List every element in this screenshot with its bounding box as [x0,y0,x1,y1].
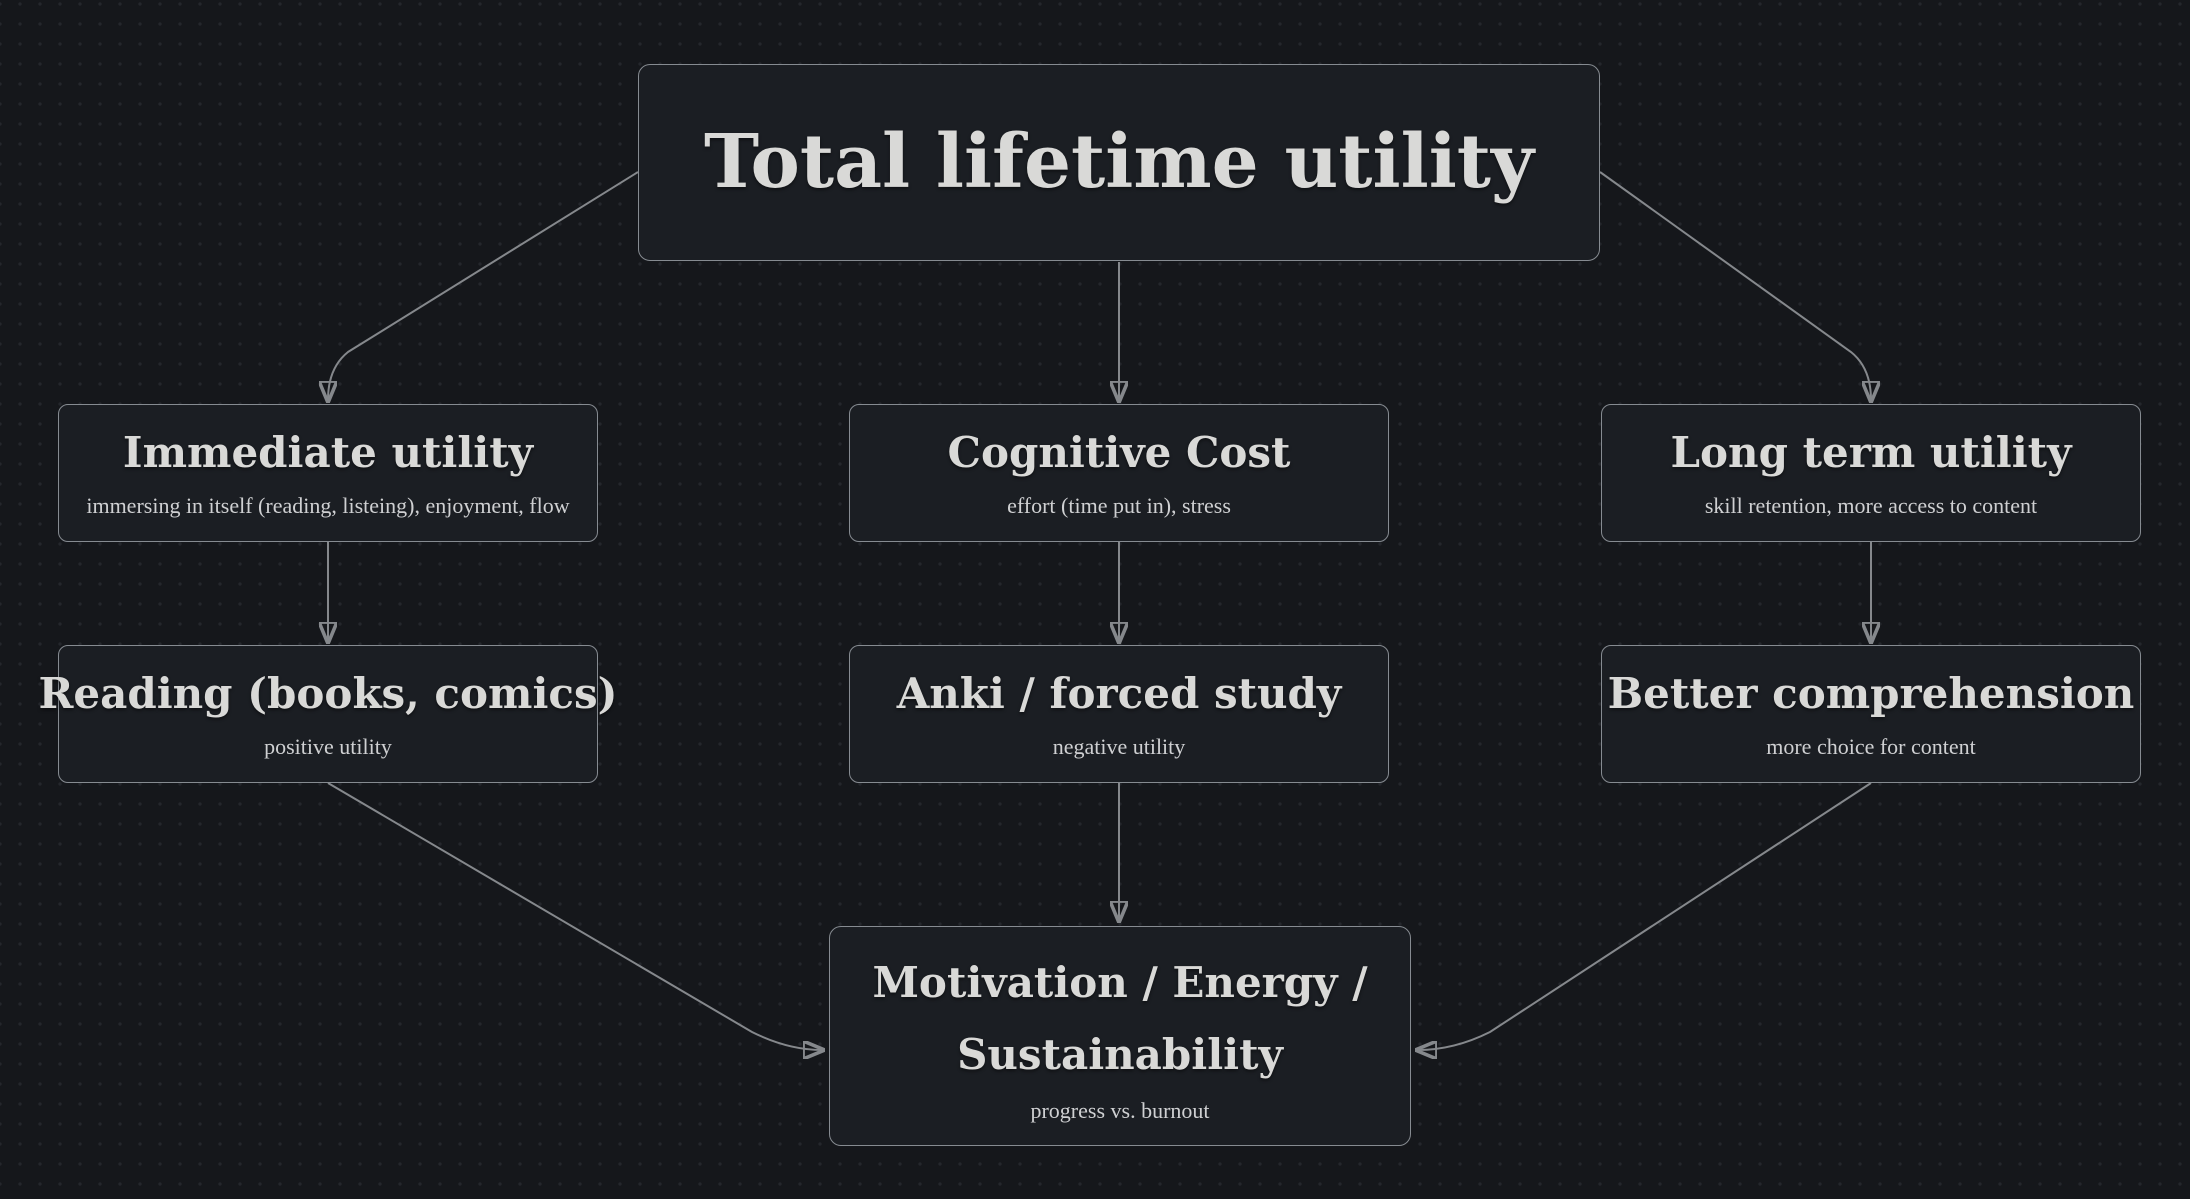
node-motivation-energy-sustainability[interactable]: Motivation / Energy / Sustainability pro… [829,926,1411,1146]
node-long-term-utility[interactable]: Long term utility skill retention, more … [1601,404,2141,542]
edge-total-longterm [1599,171,1871,400]
node-subtitle: more choice for content [1766,734,1976,760]
node-title: Long term utility [1670,427,2072,477]
node-subtitle: skill retention, more access to content [1704,493,2038,519]
node-subtitle: immersing in itself (reading, listeing),… [86,493,570,519]
edge-total-immediate [328,171,639,400]
edge-better-motivation [1418,782,1872,1050]
node-cognitive-cost[interactable]: Cognitive Cost effort (time put in), str… [849,404,1389,542]
node-title: Motivation / Energy / Sustainability [872,958,1368,1079]
node-subtitle: positive utility [264,734,392,760]
node-better-comprehension[interactable]: Better comprehension more choice for con… [1601,645,2141,783]
node-reading[interactable]: Reading (books, comics) positive utility [38,645,618,783]
node-anki-forced-study[interactable]: Anki / forced study negative utility [849,645,1389,783]
node-title: Cognitive Cost [947,427,1291,477]
node-title: Better comprehension [1607,668,2135,718]
node-title: Reading (books, comics) [38,668,618,718]
node-title: Total lifetime utility [703,119,1534,206]
node-immediate-utility[interactable]: Immediate utility immersing in itself (r… [58,404,598,542]
node-title: Immediate utility [122,427,534,477]
node-total-lifetime-utility[interactable]: Total lifetime utility [638,64,1600,261]
node-subtitle: negative utility [1052,734,1186,760]
node-subtitle: progress vs. burnout [1030,1098,1210,1124]
node-subtitle: effort (time put in), stress [1007,493,1231,519]
edge-reading-motivation [327,782,822,1050]
node-title: Anki / forced study [896,668,1342,718]
